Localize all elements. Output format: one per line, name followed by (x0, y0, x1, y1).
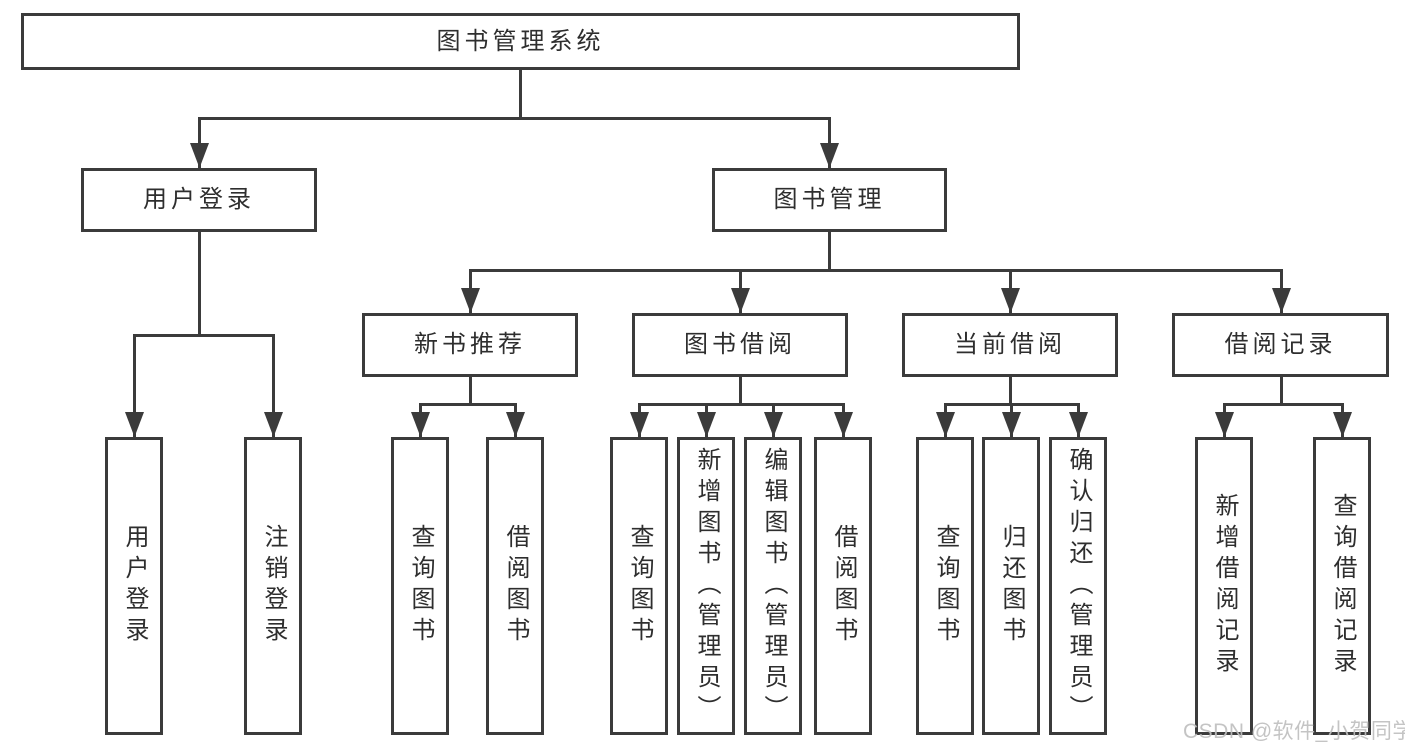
edges-new-book-recommend (411, 375, 525, 439)
leaf-cb-query-books: 查询图书 (916, 437, 974, 735)
leaf-label: 归还图书 (998, 524, 1025, 648)
node-label: 图书管理系统 (436, 27, 605, 55)
leaf-label: 编辑图书（管理员） (760, 446, 787, 726)
node-label: 新书推荐 (414, 331, 526, 358)
leaf-nb-query-books: 查询图书 (391, 437, 449, 735)
leaf-label: 查询图书 (932, 524, 959, 648)
leaf-label: 借阅图书 (830, 524, 857, 648)
edges-book-management (461, 230, 1291, 315)
node-borrow-records: 借阅记录 (1172, 313, 1389, 377)
leaf-br-query-borrow-record: 查询借阅记录 (1313, 437, 1371, 735)
node-label: 当前借阅 (954, 331, 1066, 358)
leaf-label: 查询图书 (626, 524, 653, 648)
leaf-label: 查询图书 (407, 524, 434, 648)
leaf-bb-borrow-books: 借阅图书 (814, 437, 872, 735)
node-user-login: 用户登录 (81, 168, 317, 232)
node-library-system: 图书管理系统 (21, 13, 1020, 70)
edges-root (190, 68, 839, 170)
edges-borrow-records (1215, 375, 1352, 439)
leaf-label: 用户登录 (121, 524, 148, 648)
node-book-borrow: 图书借阅 (632, 313, 848, 377)
node-new-book-recommend: 新书推荐 (362, 313, 578, 377)
node-label: 借阅记录 (1224, 331, 1337, 358)
node-label: 用户登录 (143, 186, 255, 213)
csdn-watermark: CSDN @软件_小贺同学 (1183, 720, 1405, 743)
leaf-cb-return-books: 归还图书 (982, 437, 1040, 735)
leaf-bb-query-books: 查询图书 (610, 437, 668, 735)
node-label: 图书管理 (773, 186, 886, 213)
edges-current-borrow (936, 375, 1088, 439)
leaf-label: 借阅图书 (502, 524, 529, 648)
leaf-bb-edit-books-admin: 编辑图书（管理员） (744, 437, 802, 735)
leaf-bb-add-books-admin: 新增图书（管理员） (677, 437, 735, 735)
node-book-management: 图书管理 (712, 168, 947, 232)
edges-user-login (125, 230, 283, 439)
leaf-label: 新增借阅记录 (1211, 493, 1238, 679)
leaf-cb-confirm-return-admin: 确认归还（管理员） (1049, 437, 1107, 735)
leaf-nb-borrow-books: 借阅图书 (486, 437, 544, 735)
node-current-borrow: 当前借阅 (902, 313, 1118, 377)
leaf-user-login: 用户登录 (105, 437, 163, 735)
leaf-label: 新增图书（管理员） (693, 446, 720, 726)
leaf-logout: 注销登录 (244, 437, 302, 735)
leaf-label: 查询借阅记录 (1329, 493, 1356, 679)
leaf-br-add-borrow-record: 新增借阅记录 (1195, 437, 1253, 735)
leaf-label: 注销登录 (260, 524, 287, 648)
leaf-label: 确认归还（管理员） (1065, 446, 1092, 726)
node-label: 图书借阅 (684, 331, 796, 358)
edges-book-borrow (630, 375, 853, 439)
